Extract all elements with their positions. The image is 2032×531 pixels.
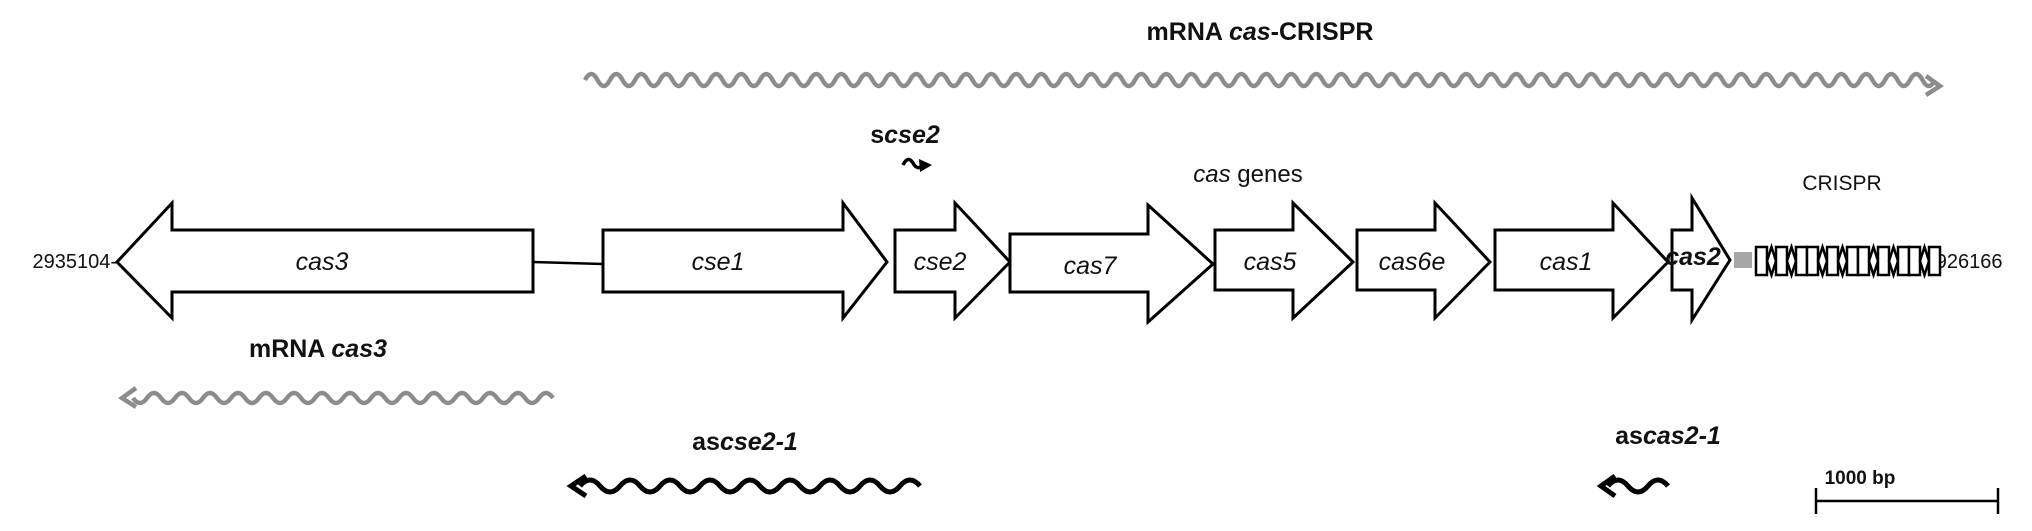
crispr-spacer-5 (1867, 242, 1880, 280)
ascas2-1-label: ascas2-1 (1615, 422, 1721, 450)
crispr-repeat-2 (1774, 245, 1789, 277)
crispr-repeat-8 (1876, 245, 1891, 277)
gene-arrow-cse1 (601, 198, 889, 323)
scse2-arrowhead (919, 159, 932, 172)
gene-cas2: cas2 (1665, 192, 1732, 326)
crispr-repeat-7 (1856, 245, 1871, 277)
crispr-spacer-4 (1836, 242, 1849, 280)
intergenic-line (532, 260, 604, 266)
scse2-label: scse2 (870, 121, 940, 149)
gene-cas1: cas1 (1493, 199, 1671, 322)
crispr-spacer-1 (1765, 242, 1778, 280)
crispr-spacer-2 (1785, 242, 1798, 280)
crispr-spacer-3 (1816, 242, 1829, 280)
gene-arrow-cas7 (1008, 201, 1216, 326)
gene-cse1: cse1 (601, 198, 889, 323)
mrna-cas3-transcript: mRNA cas3 (117, 335, 555, 409)
crispr-repeat-9 (1896, 245, 1911, 277)
mrna-cas3-arrowhead (117, 386, 138, 409)
scale-bar: 1000 bp (1814, 468, 2000, 514)
mrna-cas3-wave (131, 390, 555, 406)
crispr-repeat-4 (1805, 245, 1820, 277)
crispr-repeat-10 (1907, 245, 1922, 277)
gene-arrow-cas5 (1213, 199, 1356, 322)
cas-genes-label: cas genes (1193, 161, 1302, 188)
mrna-cas3-label: mRNA cas3 (249, 335, 387, 363)
ascas2-1-arrowhead (1596, 473, 1617, 499)
ascse2-1-wave (578, 477, 922, 495)
crispr-repeat-3 (1794, 245, 1809, 277)
gene-arrow-cas3 (114, 199, 535, 322)
ascse2-1-arrowhead (566, 473, 588, 499)
gene-label-cas3: cas3 (296, 248, 349, 276)
gene-label-cse2: cse2 (914, 248, 967, 276)
gene-arrow-cas2 (1670, 192, 1732, 326)
gene-arrow-cas1 (1493, 199, 1671, 322)
gene-cas6e: cas6e (1355, 199, 1493, 322)
gene-arrow-cas6e (1355, 199, 1493, 322)
crispr-repeat-11 (1927, 245, 1942, 277)
gene-cse2: cse2 (893, 199, 1013, 322)
ascse2-1-label: ascse2-1 (692, 428, 798, 456)
ascas2-1-wave (1606, 477, 1670, 495)
mrna-cas-crispr-wave (583, 71, 1937, 89)
gene-label-cas1: cas1 (1540, 248, 1593, 276)
gene-label-cas2: cas2 (1665, 243, 1721, 271)
gene-label-cse1: cse1 (692, 248, 745, 276)
gene-arrow-cse2 (893, 199, 1013, 322)
mrna-cas-crispr-label: mRNA cas-CRISPR (1147, 18, 1374, 46)
gene-cas3: cas3 (114, 199, 535, 322)
scale-bar-label: 1000 bp (1825, 468, 1896, 489)
ascas2-1-transcript: ascas2-1 (1596, 422, 1721, 499)
gene-cas7: cas7 (1008, 201, 1216, 326)
crispr-repeat-6 (1845, 245, 1860, 277)
gene-cas5: cas5 (1213, 199, 1356, 322)
coordinate-left: 2935104- (32, 251, 117, 273)
crispr-array (1754, 242, 1942, 280)
ascse2-1-transcript: ascse2-1 (566, 428, 922, 499)
mrna-cas-crispr-transcript: mRNA cas-CRISPR (583, 18, 1945, 97)
crispr-repeat-1 (1754, 245, 1769, 277)
crispr-label: CRISPR (1802, 172, 1881, 195)
crispr-leader (1734, 252, 1752, 268)
gene-label-cas6e: cas6e (1379, 248, 1446, 276)
crispr-repeat-5 (1825, 245, 1840, 277)
gene-label-cas5: cas5 (1244, 248, 1297, 276)
gene-label-cas7: cas7 (1064, 252, 1118, 280)
scse2-transcript: scse2 (870, 121, 940, 172)
crispr-spacer-6 (1887, 242, 1900, 280)
mrna-cas-crispr-arrowhead (1924, 74, 1945, 97)
